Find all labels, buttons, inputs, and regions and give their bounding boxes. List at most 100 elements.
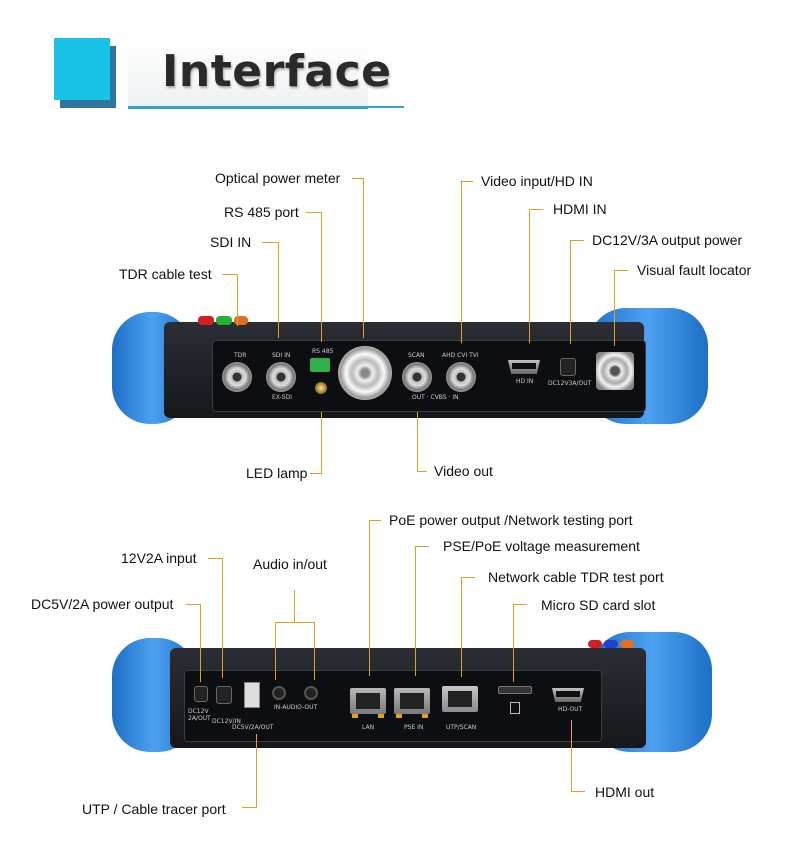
line-sd-v	[513, 604, 514, 682]
line-tdr-h	[222, 274, 238, 275]
port-label-hd-in: HD IN	[516, 378, 534, 385]
line-audio-h	[275, 622, 315, 623]
line-audio-l	[275, 622, 276, 680]
header-decor-square-front	[54, 38, 110, 100]
title-underline	[128, 106, 404, 108]
callout-poe-power-output: PoE power output /Network testing port	[389, 512, 633, 528]
video-out-bnc-port[interactable]	[402, 362, 432, 392]
optical-power-meter-port[interactable]	[338, 346, 392, 400]
line-pse-v	[415, 546, 416, 676]
line-opm-v	[363, 178, 364, 338]
port-label-utp-scan: UTP/SCAN	[446, 724, 477, 731]
callout-video-out: Video out	[434, 463, 493, 479]
line-rs485-v	[321, 212, 322, 342]
dc12v-out-jack[interactable]	[560, 358, 576, 376]
hdmi-in-port[interactable]	[508, 360, 540, 374]
callout-12v2a-input: 12V2A input	[121, 550, 197, 566]
callout-pse-poe-voltage: PSE/PoE voltage measurement	[443, 538, 640, 554]
port-label-dc12v-2a-out: DC12V 2A/OUT	[188, 708, 211, 722]
line-audio-r	[314, 622, 315, 680]
line-sdi-v	[278, 242, 279, 338]
line-dc5v-h	[186, 604, 201, 605]
callout-video-input-hd-in: Video input/HD IN	[481, 173, 593, 189]
line-audio-c	[294, 590, 295, 622]
page-title: Interface	[162, 46, 392, 97]
callout-hdmi-in: HDMI IN	[553, 201, 607, 217]
line-ntdr-h	[461, 577, 475, 578]
port-label-out-cvbs-in: OUT · CVBS · IN	[412, 394, 459, 401]
rs485-terminal-port[interactable]	[310, 358, 330, 372]
line-opm-h	[352, 178, 364, 179]
port-label-ex-sdi: EX-SDI	[272, 394, 292, 401]
line-pse-h	[415, 546, 429, 547]
line-vfl-v	[614, 270, 615, 346]
line-hdmiin-h	[529, 209, 543, 210]
callout-sdi-in: SDI IN	[210, 234, 252, 250]
callout-rs485-port: RS 485 port	[224, 204, 299, 220]
line-led-h	[310, 473, 322, 474]
bottom-knob-red	[588, 640, 602, 648]
line-poe-h	[369, 520, 381, 521]
port-label-scan: SCAN	[408, 352, 425, 359]
line-hdmiin-v	[529, 209, 530, 343]
port-label-lan: LAN	[362, 724, 375, 731]
port-label-sdi-in: SDI IN	[272, 352, 291, 359]
hdmi-out-port[interactable]	[552, 688, 584, 702]
led-lamp	[315, 382, 327, 394]
port-label-hd-out: HD-OUT	[558, 706, 583, 713]
video-in-bnc-port[interactable]	[446, 362, 476, 392]
line-dc12v-v	[570, 240, 571, 344]
tdr-bnc-port[interactable]	[222, 362, 252, 392]
lan-port[interactable]	[350, 688, 386, 718]
line-12v-v	[222, 558, 223, 678]
callout-micro-sd-slot: Micro SD card slot	[541, 597, 656, 613]
line-tdr-v	[237, 274, 238, 326]
line-utp-v	[256, 734, 257, 808]
callout-tdr-cable-test: TDR cable test	[119, 266, 212, 282]
pse-in-port[interactable]	[394, 688, 430, 718]
port-label-ahd-cvi-tvi: AHD CVI TVI	[442, 352, 479, 359]
line-rs485-h	[306, 212, 322, 213]
port-label-tdr: TDR	[234, 352, 247, 359]
top-knob-red	[198, 316, 214, 325]
sdi-in-bnc-port[interactable]	[266, 362, 296, 392]
top-device: TDR SDI IN EX-SDI RS 485 SCAN AHD CVI TV…	[112, 300, 722, 430]
visual-fault-locator-port[interactable]	[596, 352, 634, 390]
line-dc12v-h	[570, 240, 584, 241]
callout-audio-in-out: Audio in/out	[253, 556, 327, 572]
callout-optical-power-meter: Optical power meter	[215, 170, 341, 186]
callout-visual-fault-locator: Visual fault locator	[637, 262, 752, 278]
title-box	[128, 42, 368, 109]
port-label-dc5v2a-out: DC5V/2A/OUT	[232, 724, 274, 731]
line-12v-h	[208, 558, 223, 559]
dc12v-2a-out-jack[interactable]	[194, 686, 208, 702]
line-hdmiout-v	[571, 720, 572, 792]
line-led-v	[321, 412, 322, 474]
callout-utp-cable-tracer: UTP / Cable tracer port	[82, 801, 226, 817]
port-label-pse-in: PSE IN	[404, 724, 424, 731]
callout-dc12v-output-power: DC12V/3A output power	[592, 232, 743, 248]
callout-network-cable-tdr: Network cable TDR test port	[488, 569, 664, 585]
utp-scan-port[interactable]	[442, 686, 478, 712]
line-ntdr-v	[461, 577, 462, 677]
line-dc5v-v	[200, 604, 201, 682]
audio-in-jack[interactable]	[272, 686, 286, 700]
top-knob-orange	[234, 316, 248, 325]
micro-sd-slot[interactable]	[498, 686, 532, 694]
sd-card-icon	[510, 702, 520, 714]
line-videoin-h	[461, 181, 473, 182]
line-hdmiout-h	[571, 791, 585, 792]
top-knob-green	[216, 316, 232, 325]
callout-led-lamp: LED lamp	[246, 465, 308, 481]
line-sdi-h	[262, 242, 278, 243]
bottom-knob-blue	[604, 640, 618, 648]
bottom-knob-orange	[620, 640, 634, 648]
audio-out-jack[interactable]	[304, 686, 318, 700]
dc12v-in-jack[interactable]	[216, 686, 232, 704]
line-videoout-h	[417, 471, 427, 472]
callout-hdmi-out: HDMI out	[595, 784, 655, 800]
usb-port[interactable]	[244, 682, 260, 708]
line-utp-h	[242, 807, 257, 808]
port-label-rs485: RS 485	[312, 348, 334, 355]
line-poe-v	[369, 520, 370, 676]
